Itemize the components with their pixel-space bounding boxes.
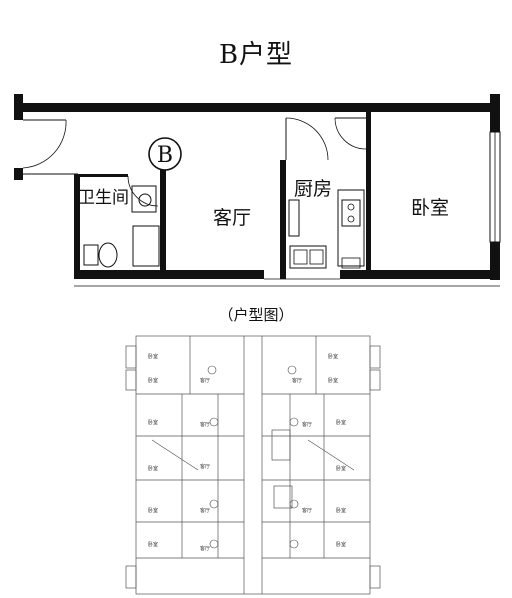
fridge	[288, 199, 300, 237]
stove-burner-1	[347, 203, 355, 211]
kitchen-wall-left	[280, 160, 286, 279]
kitchen-counter	[337, 189, 365, 267]
left-wall-lower	[14, 168, 23, 180]
overview-room-label: 卧室	[148, 465, 158, 472]
stove-burner-2	[347, 215, 355, 223]
page-title: B户型	[218, 40, 294, 70]
entry-door-swing	[22, 119, 67, 169]
washbasin	[131, 185, 157, 213]
overview-outline	[135, 335, 371, 595]
left-wall-upper	[14, 94, 23, 120]
overview-room-label: 卧室	[336, 465, 346, 472]
overview-room-label: 卧室	[148, 541, 158, 548]
bedroom-door-swing	[334, 117, 367, 150]
shower	[132, 225, 160, 267]
overview-room-label: 卧室	[336, 419, 346, 426]
bathroom-door-swing	[127, 175, 159, 207]
overview-room-label: 客厅	[200, 507, 210, 514]
kitchen-door-swing	[285, 117, 329, 161]
overview-room-label: 客厅	[200, 377, 210, 384]
overview-room-label: 客厅	[200, 545, 210, 552]
building-overview-plan: 卧室卧室客厅卧室卧室客厅客厅客厅客厅客厅客厅客厅卧室卧室卧室卧室卧室卧室卧室卧室	[125, 335, 381, 595]
toilet-tank	[83, 244, 99, 266]
room-label-bedroom: 卧室	[411, 197, 450, 219]
overview-caption: （户型图）	[218, 306, 294, 324]
overview-room-label: 卧室	[336, 541, 346, 548]
bottom-wall-right	[340, 270, 500, 279]
overview-room-label: 客厅	[292, 377, 302, 384]
toilet-bowl	[98, 242, 118, 268]
unit-badge-text: B	[157, 143, 173, 168]
unit-badge-icon: B	[148, 137, 182, 171]
overview-room-labels: 卧室卧室客厅卧室卧室客厅客厅客厅客厅客厅客厅客厅卧室卧室卧室卧室卧室卧室卧室卧室	[148, 353, 346, 552]
bathroom-wall-right	[160, 166, 166, 279]
overview-room-label: 客厅	[200, 463, 210, 470]
kitchen-sink	[289, 245, 327, 269]
overview-room-label: 客厅	[302, 507, 312, 514]
washer	[341, 257, 361, 269]
overview-room-label: 卧室	[328, 377, 338, 384]
kitchen-wall-right	[366, 112, 371, 279]
right-wall-top	[490, 94, 500, 132]
bottom-wall-left	[74, 270, 264, 279]
overview-room-label: 卧室	[328, 353, 338, 360]
bathroom-wall-top	[78, 174, 128, 177]
room-label-kitchen: 厨房	[294, 178, 333, 200]
overview-room-label: 客厅	[302, 421, 312, 428]
overview-room-label: 卧室	[148, 377, 158, 384]
room-label-living: 客厅	[213, 207, 252, 229]
overview-room-label: 卧室	[336, 507, 346, 514]
washbasin-bowl	[138, 193, 152, 207]
overview-room-label: 卧室	[148, 419, 158, 426]
stove	[341, 199, 361, 227]
bathroom-wall-left	[74, 174, 80, 279]
right-wall-bottom	[490, 242, 500, 280]
unit-floor-plan	[14, 94, 501, 287]
overview-room-label: 卧室	[148, 507, 158, 514]
room-label-bathroom: 卫生间	[78, 188, 129, 208]
kitchen-sink-basin-2	[309, 249, 324, 265]
overview-room-label: 卧室	[148, 353, 158, 360]
top-wall	[14, 103, 500, 112]
kitchen-sink-basin	[293, 249, 308, 265]
overview-room-label: 客厅	[200, 421, 210, 428]
